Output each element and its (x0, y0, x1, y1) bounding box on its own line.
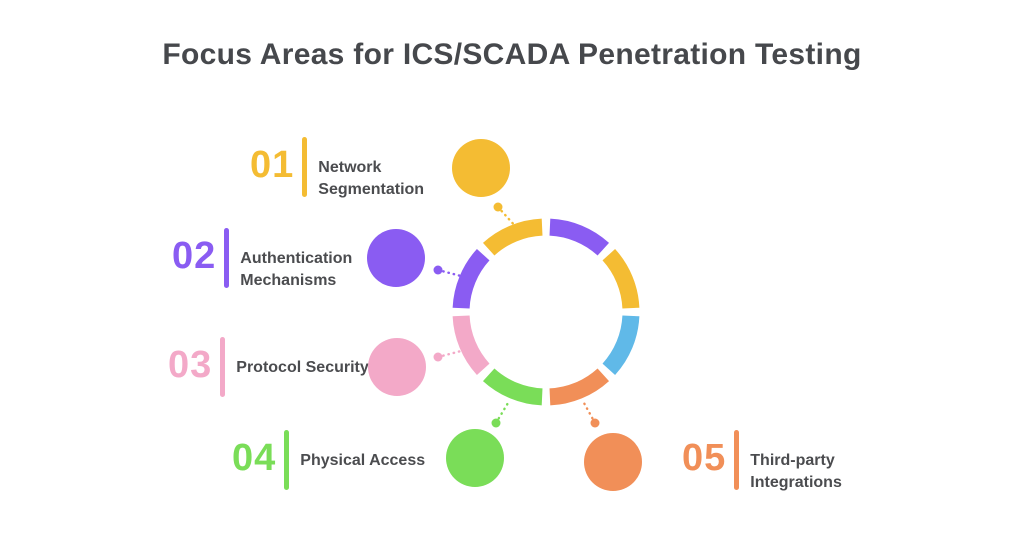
page-title: Focus Areas for ICS/SCADA Penetration Te… (162, 38, 862, 71)
connector-line (494, 401, 510, 425)
item-authentication-mechanisms: 02 Authentication Mechanisms (172, 228, 352, 292)
connector-line (436, 349, 463, 359)
item-label: Network Segmentation (318, 159, 425, 198)
ring-segment-6 (452, 248, 490, 309)
node-circle-03 (368, 338, 426, 396)
item-physical-access: 04 Physical Access (232, 430, 425, 490)
node-circle-02 (367, 229, 425, 287)
connector-dot (433, 352, 443, 362)
item-accent-bar (734, 430, 740, 490)
connector-dot (590, 418, 600, 428)
item-label: Third-party Integrations (750, 452, 842, 491)
item-network-segmentation: 01 Network Segmentation (250, 137, 424, 201)
node-circle-01 (452, 139, 510, 197)
ring-segment-4 (482, 368, 543, 406)
ring-segment-5 (452, 315, 490, 376)
item-label: Physical Access (300, 452, 426, 469)
item-number: 05 (682, 437, 727, 479)
node-circle-05 (584, 433, 642, 491)
ring-segment-1 (602, 248, 640, 309)
ring-segment-2 (602, 315, 640, 376)
item-accent-bar (220, 337, 226, 397)
connector-dot (491, 418, 501, 428)
connector-dot (433, 265, 443, 275)
item-number: 01 (250, 144, 295, 186)
item-number: 03 (168, 344, 213, 386)
node-circle-04 (446, 429, 504, 487)
item-protocol-security: 03 Protocol Security (168, 337, 369, 397)
connector-line (436, 268, 463, 278)
ring-segment-0 (549, 218, 610, 256)
item-label: Protocol Security (236, 359, 369, 376)
ring-segment-7 (482, 218, 543, 256)
item-label: Authentication Mechanisms (240, 250, 353, 289)
item-number: 02 (172, 235, 217, 277)
item-accent-bar (302, 137, 308, 197)
item-accent-bar (284, 430, 290, 490)
connector-dot (493, 202, 503, 212)
connector-line (582, 401, 597, 425)
connector-line (496, 205, 518, 229)
item-number: 04 (232, 437, 277, 479)
item-third-party-integrations: 05 Third-party Integrations (682, 430, 842, 494)
ring-segment-3 (549, 368, 610, 406)
item-accent-bar (224, 228, 230, 288)
